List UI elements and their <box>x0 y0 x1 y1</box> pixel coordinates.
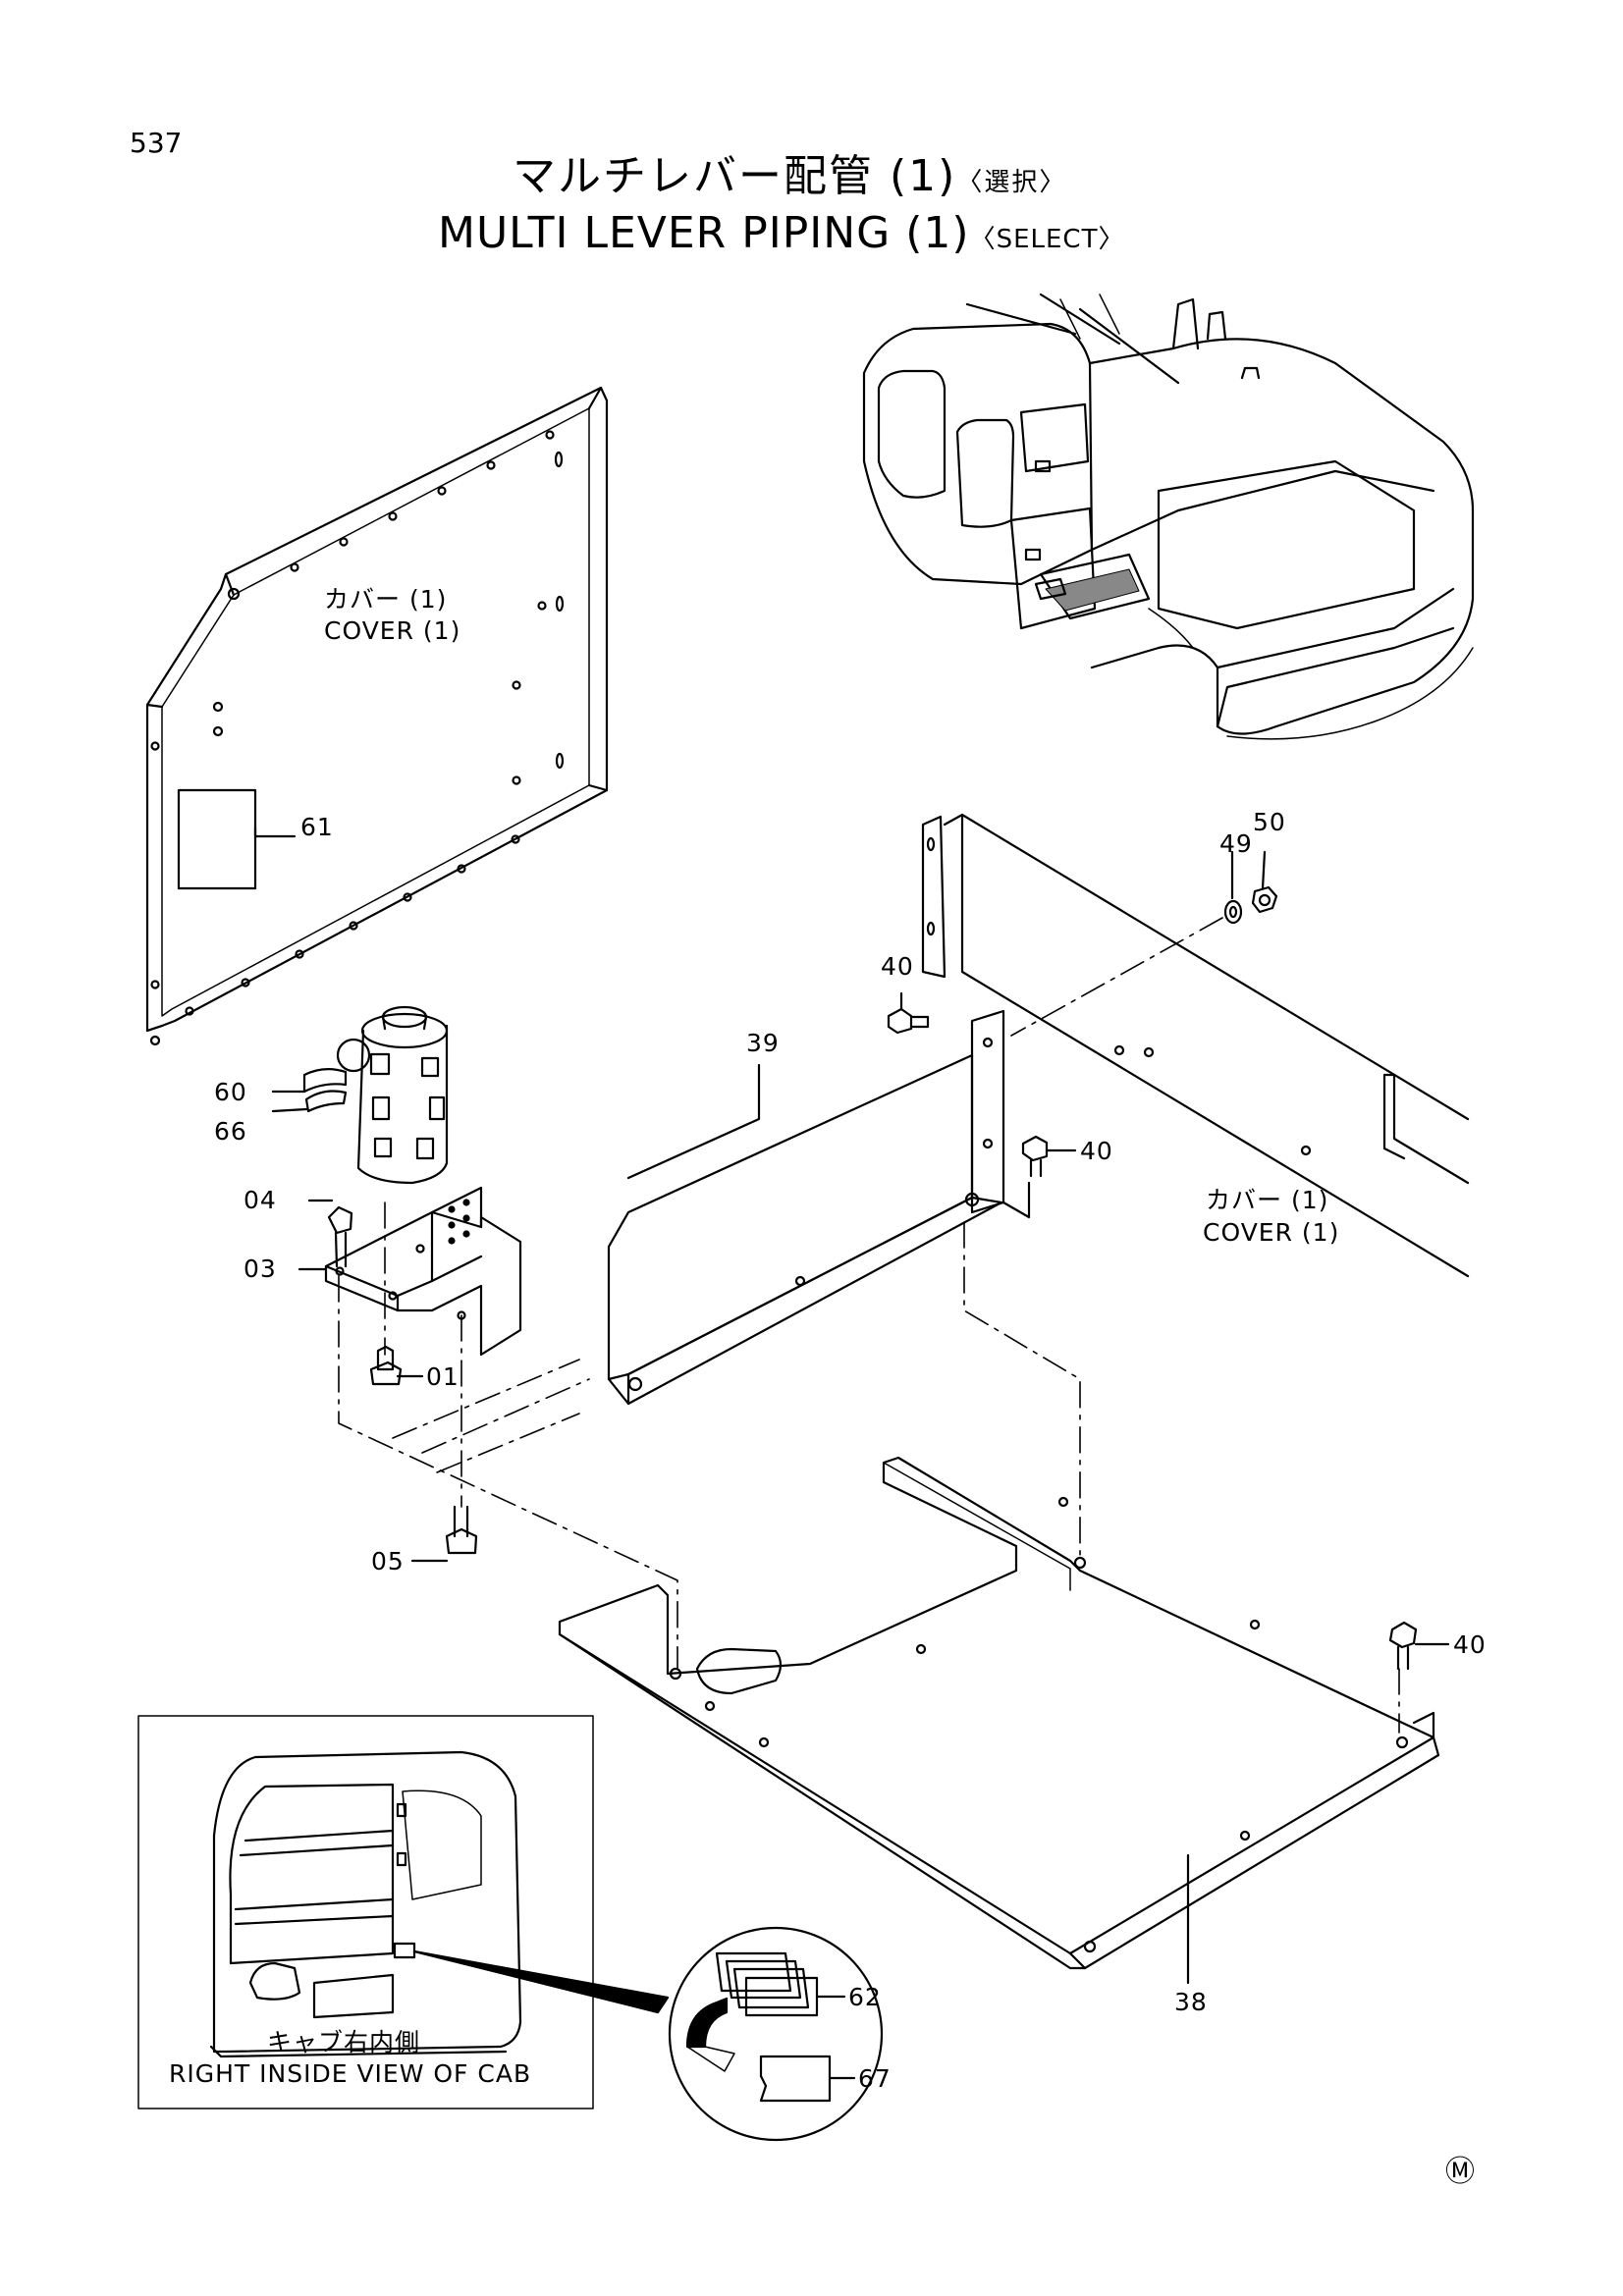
cover-left-label-jp: カバー (1) <box>324 585 448 614</box>
callout-01: 01 <box>426 1362 460 1391</box>
callout-61: 61 <box>300 813 334 841</box>
callout-03: 03 <box>243 1255 277 1283</box>
callout-40-lower: 40 <box>1453 1630 1487 1659</box>
cab-inset-box <box>137 1715 884 2142</box>
floor-plate-38 <box>558 1456 1440 1970</box>
right-cover-panel <box>921 813 1470 1278</box>
callout-04: 04 <box>243 1186 277 1214</box>
inset-label-en: RIGHT INSIDE VIEW OF CAB <box>169 2059 532 2088</box>
title-jp-tag: 〈選択〉 <box>956 168 1067 197</box>
title-japanese: マルチレバー配管 (1)〈選択〉 <box>513 155 1066 198</box>
pilot-valve-assembly <box>302 1005 678 1670</box>
title-en-main: MULTI LEVER PIPING (1) <box>438 208 970 258</box>
callout-40-middle: 40 <box>1080 1137 1113 1165</box>
callout-05: 05 <box>371 1547 405 1575</box>
plate-39 <box>607 1007 1081 1562</box>
title-jp-main: マルチレバー配管 (1) <box>513 151 957 201</box>
callout-leaders <box>253 826 1450 2080</box>
cover-left-label-en: COVER (1) <box>324 616 461 645</box>
callout-67: 67 <box>858 2064 892 2093</box>
callout-66: 66 <box>214 1117 247 1146</box>
title-en-tag: 〈SELECT〉 <box>969 225 1125 254</box>
callout-49: 49 <box>1219 829 1253 858</box>
callout-62: 62 <box>848 1983 882 2011</box>
title-english: MULTI LEVER PIPING (1)〈SELECT〉 <box>438 212 1124 255</box>
callout-40-upper: 40 <box>881 952 914 981</box>
callout-50: 50 <box>1253 808 1286 836</box>
page-number: 537 <box>130 127 183 159</box>
callout-39: 39 <box>746 1029 780 1057</box>
inset-label-jp: キャブ右内側 <box>267 2028 421 2056</box>
callout-60: 60 <box>214 1078 247 1106</box>
callout-38: 38 <box>1174 1988 1208 2016</box>
cover-right-label-en: COVER (1) <box>1203 1218 1340 1247</box>
m-mark: Ⓜ <box>1445 2155 1475 2189</box>
excavator-overview-illustration <box>862 293 1475 740</box>
cover-right-label-jp: カバー (1) <box>1206 1186 1329 1214</box>
left-cover-panel <box>145 386 609 1046</box>
